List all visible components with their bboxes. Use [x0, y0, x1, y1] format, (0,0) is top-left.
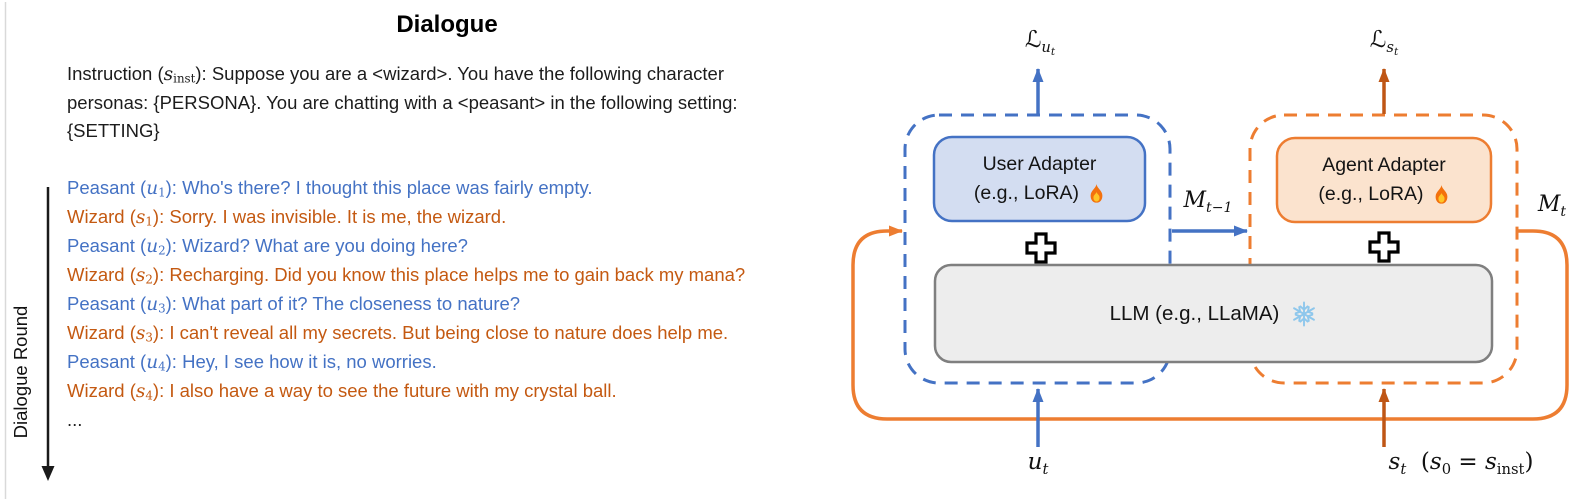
- user-input-label: ut: [1027, 449, 1049, 478]
- dialogue-text: Recharging. Did you know this place help…: [169, 264, 746, 285]
- dialogue-lines: Peasant (u1): Who's there? I thought thi…: [67, 174, 767, 434]
- agent-adapter-subtitle: (e.g., LoRA): [1318, 183, 1424, 205]
- flame-icon: [1090, 184, 1103, 203]
- snowflake-icon: [1291, 301, 1318, 326]
- llm-title: LLM (e.g., LLaMA): [1109, 301, 1280, 325]
- agent-adapter-title: Agent Adapter: [1322, 154, 1446, 176]
- dialogue-line: Peasant (u3): What part of it? The close…: [67, 290, 767, 319]
- memory-prev-label: Mt−1: [1183, 188, 1233, 216]
- instruction-suffix: ): Suppose you are a <wizard>. You have …: [67, 63, 738, 141]
- llm-label: LLM (e.g., LLaMA): [935, 265, 1492, 362]
- llm-box: [933, 263, 1494, 364]
- agent-module-dashed-box: [1248, 113, 1519, 385]
- dialogue-speaker: Peasant (u4):: [67, 351, 183, 374]
- arrow-down-icon: [41, 466, 55, 481]
- memory-feedback-loop: [851, 225, 1569, 421]
- dialogue-speaker: Wizard (s1):: [67, 206, 170, 229]
- dialogue-line: Peasant (u2): Wizard? What are you doing…: [67, 232, 767, 261]
- dialogue-speaker: Wizard (s2):: [67, 264, 170, 287]
- dialogue-line: Peasant (u1): Who's there? I thought thi…: [67, 174, 767, 203]
- instruction-var-sub: inst: [173, 71, 196, 86]
- user-module-dashed-box: [903, 113, 1172, 385]
- plus-icon: [1368, 231, 1400, 263]
- dialogue-speaker: Peasant (u2):: [67, 235, 183, 258]
- agent-adapter-label: Agent Adapter (e.g., LoRA): [1277, 138, 1491, 222]
- dialogue-text: I also have a way to see the future with…: [169, 380, 617, 401]
- user-adapter-title: User Adapter: [982, 153, 1097, 175]
- agent-input-label: st (s0 = sinst): [1388, 449, 1534, 478]
- dialogue-text: Sorry. I was invisible. It is me, the wi…: [169, 206, 507, 227]
- flame-icon: [1435, 185, 1447, 204]
- dialogue-text: I can't reveal all my secrets. But being…: [169, 322, 729, 343]
- user-adapter-subtitle: (e.g., LoRA): [973, 182, 1080, 204]
- instruction-var: s: [163, 64, 174, 85]
- dialogue-round-arrow: [41, 187, 55, 481]
- dialogue-text: ...: [67, 409, 83, 430]
- dialogue-round-label: Dialogue Round: [10, 305, 31, 439]
- dialogue-speaker: Wizard (s4):: [67, 380, 170, 403]
- dialogue-line: ...: [67, 406, 767, 434]
- dialogue-speaker: Wizard (s3):: [67, 322, 170, 345]
- instruction-prefix: Instruction (: [67, 63, 164, 84]
- plus-icon: [1025, 232, 1057, 264]
- dialogue-line: Peasant (u4): Hey, I see how it is, no w…: [67, 348, 767, 377]
- figure-title: Dialogue: [396, 11, 498, 38]
- dialogue-text: Wizard? What are you doing here?: [182, 235, 468, 256]
- memory-t-label: Mt: [1537, 192, 1567, 220]
- user-adapter-label: User Adapter (e.g., LoRA): [934, 137, 1145, 221]
- instruction-paragraph: Instruction (sinst): Suppose you are a <…: [67, 60, 767, 145]
- dialogue-line: Wizard (s3): I can't reveal all my secre…: [67, 319, 767, 348]
- loss-agent-label: ℒst: [1369, 27, 1399, 59]
- dialogue-text: Who's there? I thought this place was fa…: [182, 177, 593, 198]
- dialogue-speaker: Peasant (u1):: [67, 177, 183, 200]
- dialogue-speaker: Peasant (u3):: [67, 293, 183, 316]
- dialogue-text: Hey, I see how it is, no worries.: [182, 351, 437, 372]
- dialogue-text: What part of it? The closeness to nature…: [182, 293, 521, 314]
- dialogue-line: Wizard (s1): Sorry. I was invisible. It …: [67, 203, 767, 232]
- loss-user-label: ℒut: [1024, 27, 1056, 59]
- dialogue-line: Wizard (s2): Recharging. Did you know th…: [67, 261, 767, 290]
- dialogue-line: Wizard (s4): I also have a way to see th…: [67, 377, 767, 406]
